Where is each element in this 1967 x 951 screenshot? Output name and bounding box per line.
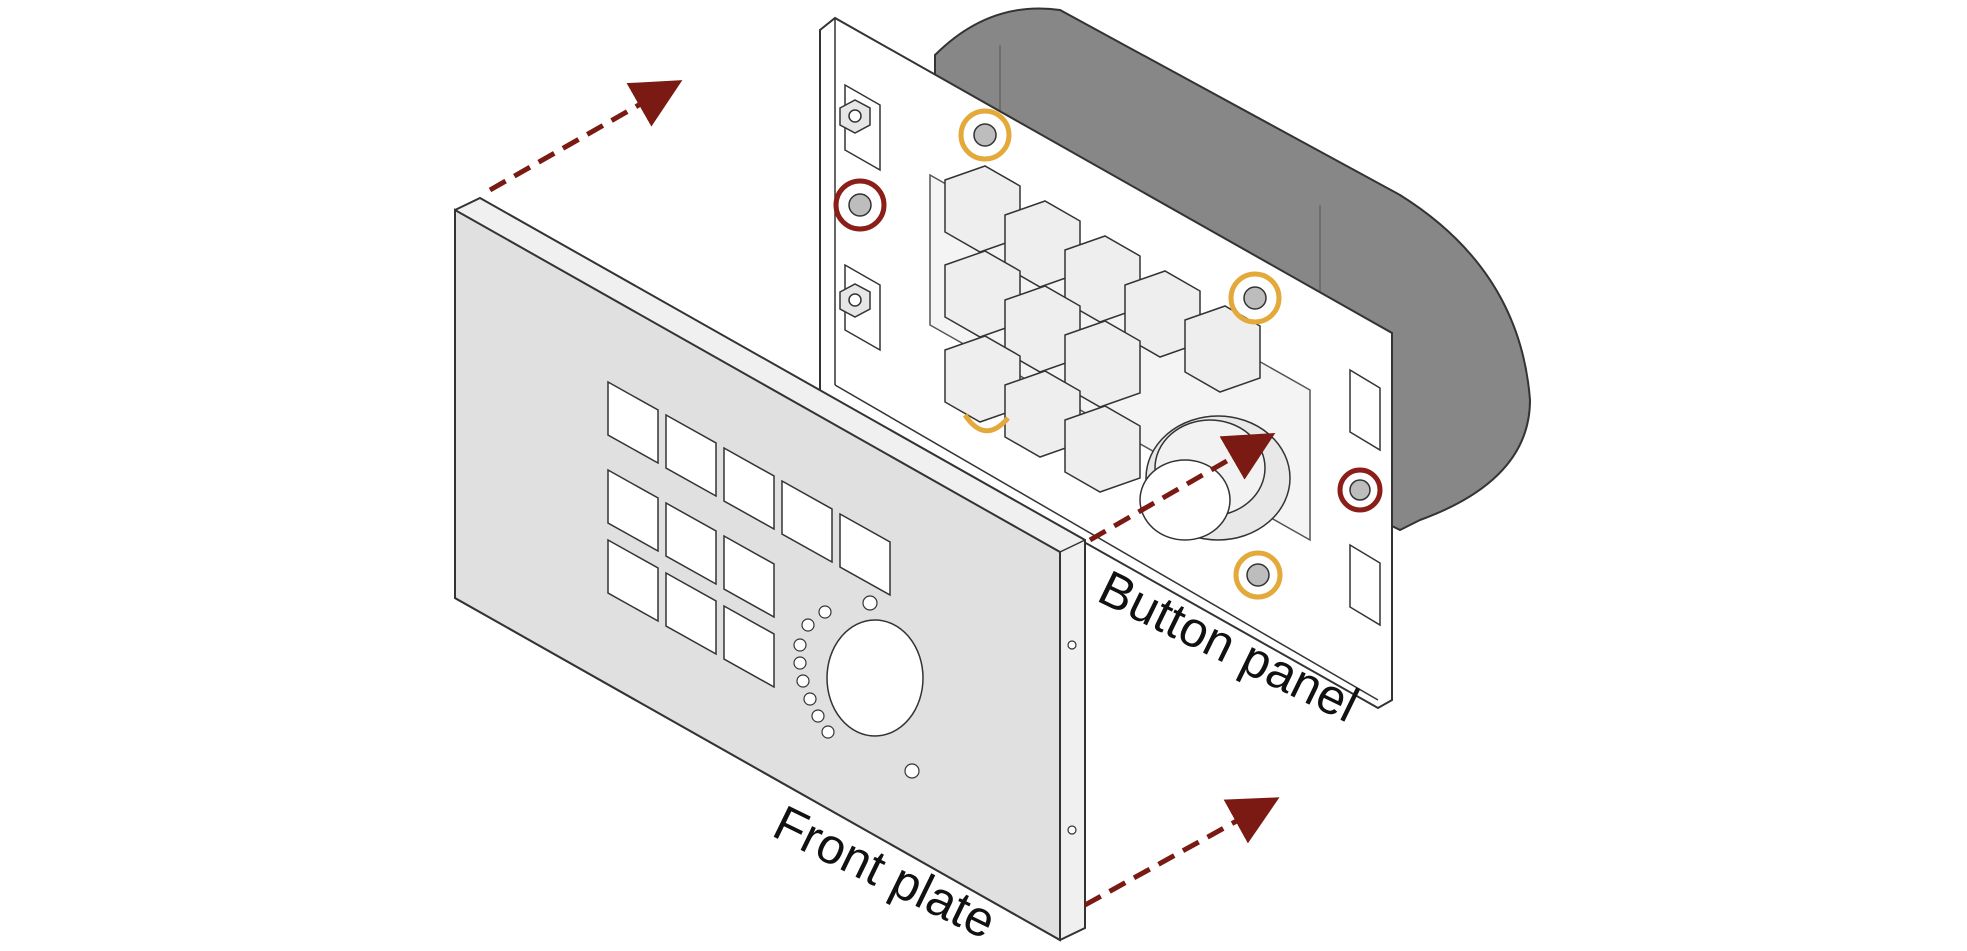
dashed-arrow-icon <box>488 80 683 193</box>
dashed-arrow-icon <box>1088 432 1276 543</box>
dashed-arrow-icon <box>1083 797 1280 908</box>
screw-ring-partial <box>962 413 1010 434</box>
screw-icon <box>1228 271 1282 325</box>
knob-hole <box>826 619 924 737</box>
screw-icon <box>958 108 1012 162</box>
nut-icon <box>839 283 871 318</box>
front-plate-cutouts <box>607 380 891 689</box>
screw-icon <box>1233 550 1283 600</box>
screw-icon <box>833 178 887 232</box>
button-panel <box>819 16 1393 710</box>
front-plate <box>454 196 1086 942</box>
led-holes <box>793 595 920 779</box>
panel-key-caps <box>944 165 1261 493</box>
screw-icon <box>1337 467 1383 513</box>
nut-icon <box>839 99 871 134</box>
